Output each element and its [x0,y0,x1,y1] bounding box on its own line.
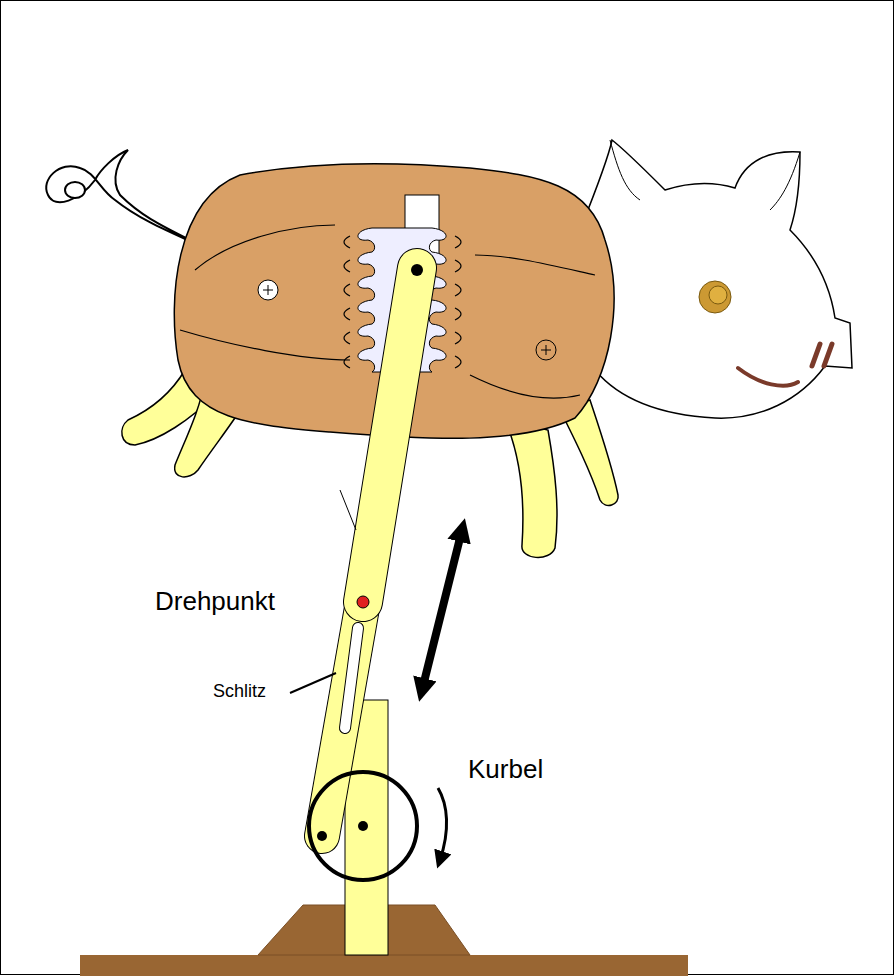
gear-tooth [344,356,350,368]
slot-label: Schlitz [213,682,266,700]
pin [411,264,423,276]
gear-tooth [455,356,461,368]
link [322,602,363,836]
gear-tooth [455,236,461,248]
pivot-label: Drehpunkt [155,588,275,614]
lever [363,268,417,602]
pig-head [580,140,852,418]
tail [46,150,205,248]
crank-label: Kurbel [468,756,543,782]
gear-tooth [344,284,350,296]
crank-wheel [309,772,417,880]
gear-tooth [455,308,461,320]
gear-tooth [455,260,461,272]
crank-axle [358,821,368,831]
crank-pin [317,831,327,841]
gear-tooth [344,236,350,248]
gear-tooth [344,332,350,344]
leader-line [290,673,336,693]
gear-tooth [344,260,350,272]
rotation-arrow [438,788,447,860]
base-board [80,955,688,976]
gear-tooth [344,308,350,320]
gear-tooth [455,332,461,344]
pivot-dot [357,596,369,608]
gear-tooth [455,284,461,296]
slot [345,628,358,728]
motion-arrow [422,530,462,690]
